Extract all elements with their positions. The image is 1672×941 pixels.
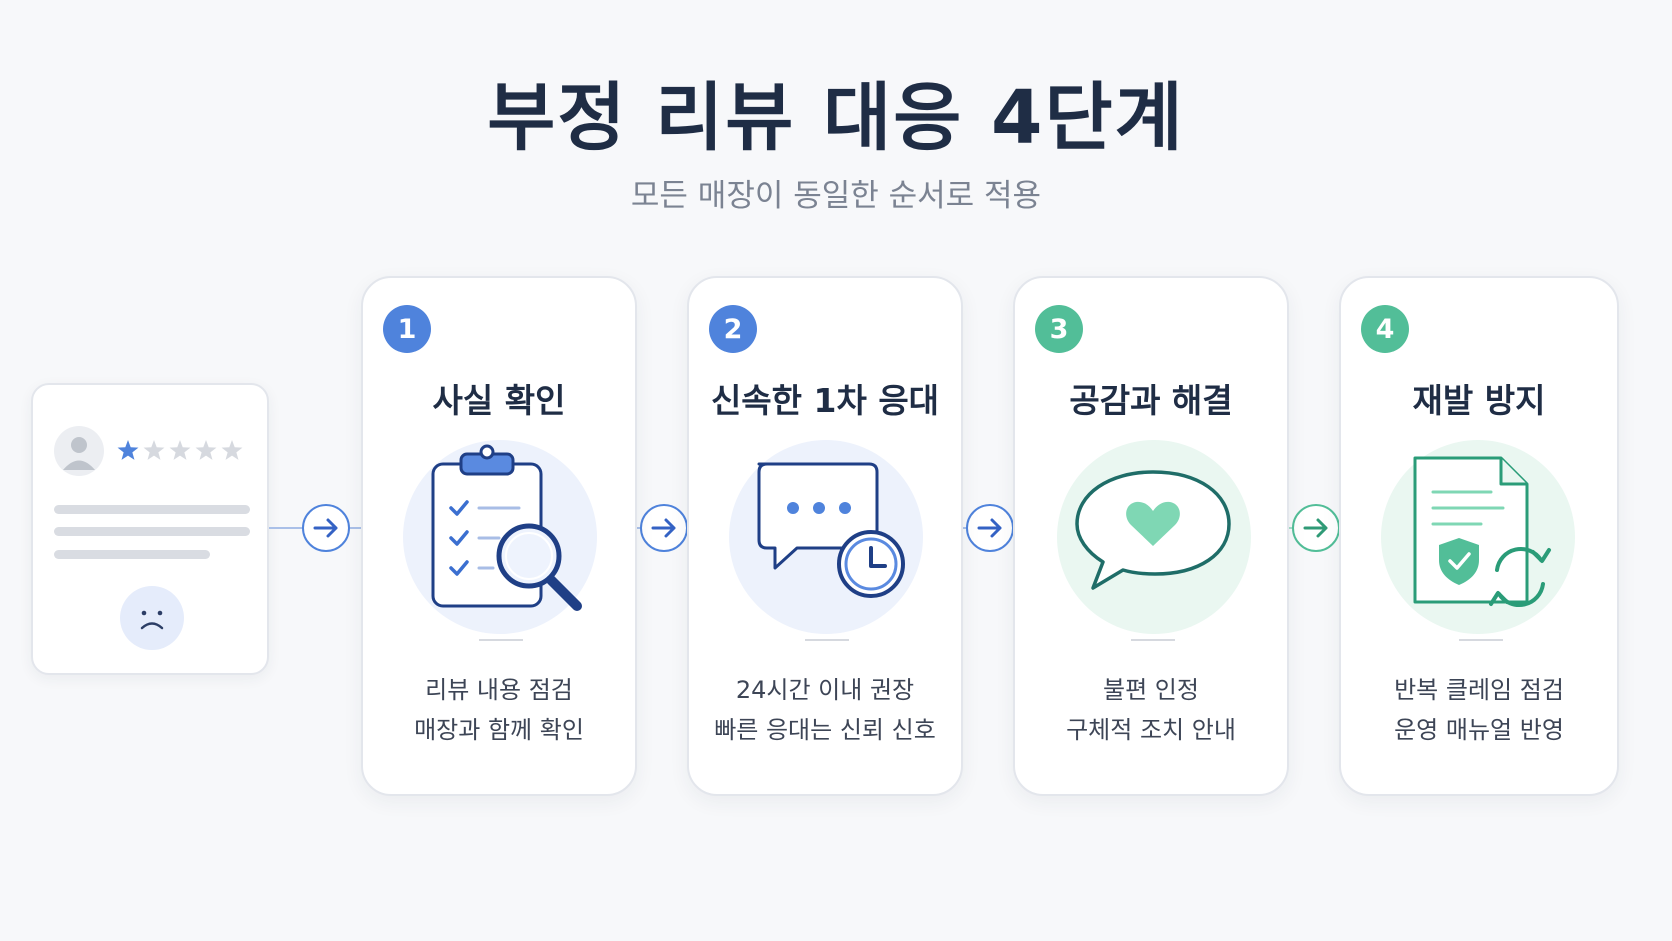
- star-empty-icon: [221, 440, 243, 460]
- step-number-badge: 2: [709, 305, 757, 353]
- divider: [1131, 639, 1175, 641]
- step-title: 사실 확인: [432, 381, 566, 420]
- step-card-1: 1 사실 확인 리뷰 내용 점검 매장과 함께 확인: [361, 276, 637, 796]
- step-number-badge: 3: [1035, 305, 1083, 353]
- step-desc-line-1: 불편 인정: [1103, 676, 1199, 704]
- page-subtitle: 모든 매장이 동일한 순서로 적용: [630, 178, 1042, 214]
- step-number-badge: 4: [1361, 305, 1409, 353]
- star-empty-icon: [195, 440, 217, 460]
- star-rating: [117, 440, 243, 460]
- step-desc-line-1: 24시간 이내 권장: [735, 676, 915, 704]
- divider: [805, 639, 849, 641]
- step-desc-line-2: 운영 매뉴얼 반영: [1394, 716, 1564, 744]
- step-card-2: 2 신속한 1차 응대 24시간 이내 권장 빠른 응대는 신뢰 신호: [687, 276, 963, 796]
- step-number-badge: 1: [383, 305, 431, 353]
- clipboard-magnifier-icon: [431, 444, 582, 611]
- star-filled-icon: [117, 440, 139, 460]
- star-empty-icon: [169, 440, 191, 460]
- review-text-line: [54, 505, 250, 514]
- user-avatar-icon: [54, 426, 104, 476]
- sad-face-icon: [120, 586, 184, 650]
- document-shield-refresh-icon: [1413, 456, 1551, 608]
- step-desc-line-2: 빠른 응대는 신뢰 신호: [714, 716, 936, 744]
- step-title: 공감과 해결: [1069, 381, 1233, 420]
- page-title: 부정 리뷰 대응 4단계: [487, 75, 1185, 161]
- review-text-line: [54, 527, 250, 536]
- step-desc-line-1: 리뷰 내용 점검: [425, 676, 573, 704]
- step-desc-line-2: 매장과 함께 확인: [414, 716, 584, 744]
- step-card-3: 3 공감과 해결 불편 인정 구체적 조치 안내: [1013, 276, 1289, 796]
- star-empty-icon: [143, 440, 165, 460]
- step-title: 신속한 1차 응대: [710, 381, 940, 420]
- review-text-line: [54, 550, 210, 559]
- step-desc-line-2: 구체적 조치 안내: [1066, 716, 1236, 744]
- step-title: 재발 방지: [1412, 381, 1546, 420]
- divider: [1459, 639, 1503, 641]
- negative-review-card: [31, 383, 269, 675]
- chat-clock-icon: [757, 462, 905, 598]
- step-desc-line-1: 반복 클레임 점검: [1394, 676, 1564, 704]
- step-card-4: 4 재발 방지 반복 클레임 점검 운영 매뉴얼 반영: [1339, 276, 1619, 796]
- divider: [479, 639, 523, 641]
- heart-speech-bubble-icon: [1075, 470, 1231, 590]
- arrow-connector-1: [269, 504, 380, 552]
